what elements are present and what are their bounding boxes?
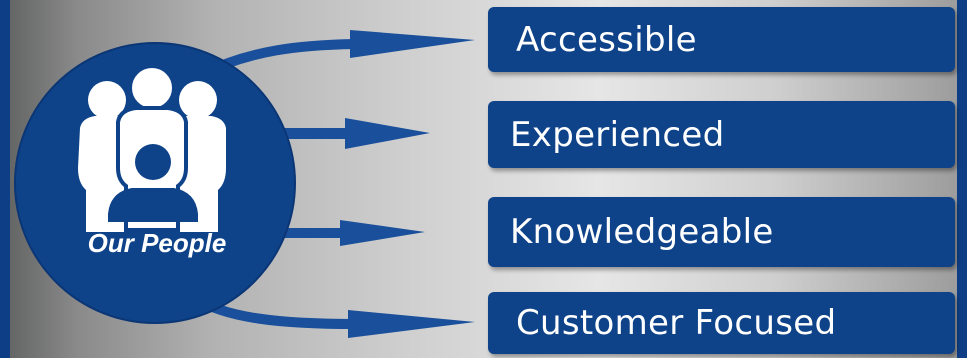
attribute-box-accessible: Accessible [488,7,955,72]
arrow-customer-focused [192,293,475,338]
arrow-accessible [197,30,475,80]
arrow-knowledgeable [282,220,425,246]
people-group-icon [78,64,226,232]
left-frame-bar [0,0,10,358]
attribute-box-experienced: Experienced [488,101,955,168]
attribute-label: Knowledgeable [510,212,774,252]
center-label: Our People [87,228,227,258]
attribute-label: Accessible [516,19,697,60]
attribute-label: Experienced [510,114,725,155]
attribute-box-knowledgeable: Knowledgeable [488,197,955,267]
attribute-label: Customer Focused [516,303,837,343]
arrow-experienced [278,118,430,149]
right-frame-bar [957,0,967,358]
attribute-box-customer-focused: Customer Focused [488,292,955,354]
